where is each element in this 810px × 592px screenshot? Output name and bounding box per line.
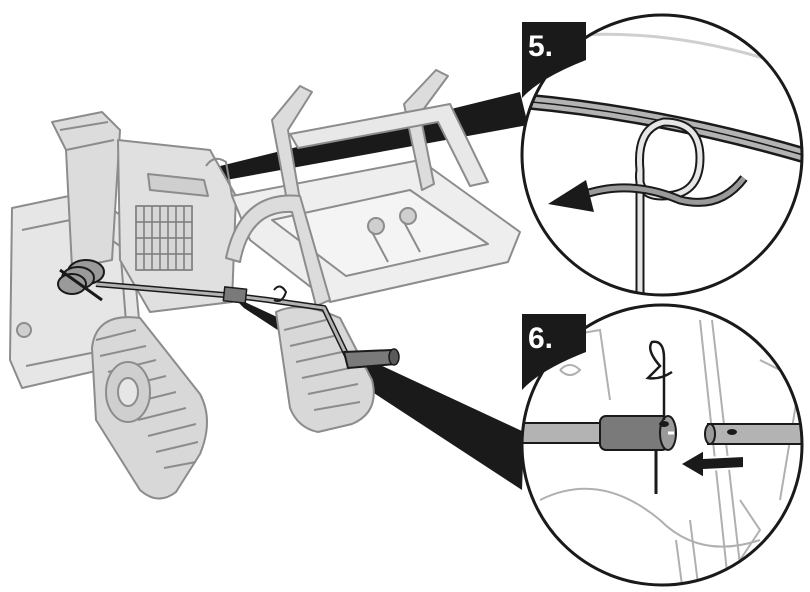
chute-spiral-gear (57, 259, 105, 302)
curved-arrow-icon (548, 175, 748, 212)
track-right (275, 306, 375, 433)
step-6-label: 6. (528, 322, 553, 355)
right-arrow-icon (678, 448, 745, 480)
detail-view-step-5: 5. (520, 13, 804, 297)
hairpin-clip-icon (645, 340, 673, 420)
chute-control-rod (57, 259, 400, 369)
rod-coupling (222, 286, 248, 304)
rod-end-detail (704, 423, 802, 445)
step-6-label-bg (522, 314, 586, 390)
rod-coupling-detail (599, 415, 677, 451)
snow-blower-illustration (9, 69, 521, 500)
callout-wedge-step-6 (232, 296, 524, 490)
step-5-label-bg (522, 22, 586, 98)
drive-handle-loop (225, 194, 331, 307)
detail-view-step-6: 6. (520, 303, 804, 587)
step-5-label: 5. (528, 30, 553, 63)
